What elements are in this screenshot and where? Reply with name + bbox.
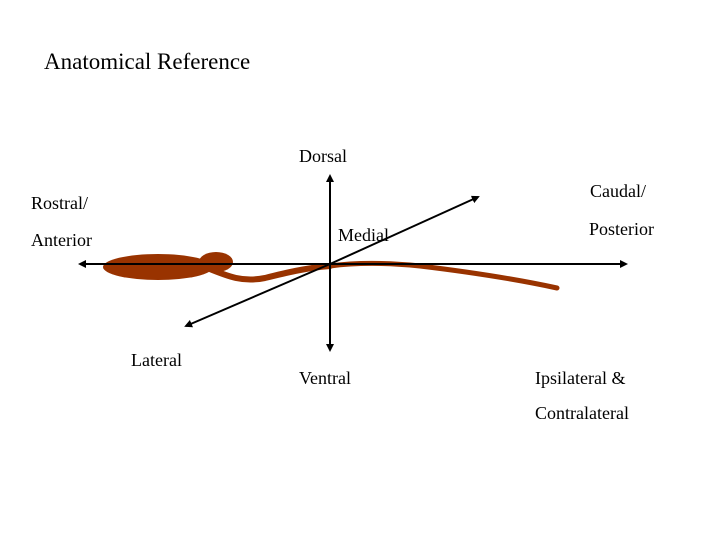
- lateral-axis: [184, 263, 331, 328]
- label-ventral: Ventral: [299, 368, 351, 388]
- label-anterior: Anterior: [31, 230, 92, 250]
- label-rostral: Rostral/: [31, 193, 88, 213]
- medial-axis: [329, 195, 480, 265]
- label-ipsilateral: Ipsilateral &: [535, 368, 626, 388]
- organism-head: [103, 254, 213, 280]
- label-contralateral: Contralateral: [535, 403, 629, 423]
- label-dorsal: Dorsal: [299, 146, 347, 166]
- label-medial: Medial: [338, 225, 389, 245]
- organism-body: [327, 260, 560, 291]
- slide-title: Anatomical Reference: [44, 49, 251, 74]
- label-caudal: Caudal/: [590, 181, 646, 201]
- label-posterior: Posterior: [589, 219, 654, 239]
- label-lateral: Lateral: [131, 350, 182, 370]
- organism-neck-loop: [197, 262, 333, 283]
